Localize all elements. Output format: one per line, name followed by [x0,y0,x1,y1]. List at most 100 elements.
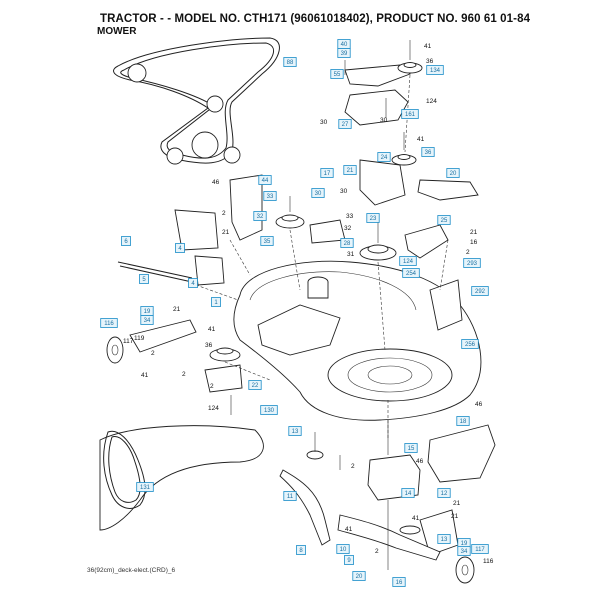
callout-text: 35 [264,239,271,245]
callout-6: 6 [121,236,131,246]
callout-15: 15 [404,443,418,453]
callout-28: 28 [340,238,354,248]
callout-text: 13 [441,537,448,543]
callout-134: 134 [426,65,444,75]
callout-12: 12 [437,488,451,498]
part-number-33: 33 [346,213,354,220]
part-number-41: 41 [208,326,216,333]
left-linkage [117,174,397,286]
gauge-wheel-left [106,319,243,415]
page-title: TRACTOR - - MODEL NO. CTH171 (9606101840… [100,13,531,25]
callout-text: 10 [340,547,347,553]
part-number-16: 16 [470,239,478,246]
callout-117: 117 [471,544,489,554]
callout-text: 13 [292,429,299,435]
callout-text: 116 [104,321,114,327]
part-number-2: 2 [210,383,214,390]
callout-131: 131 [136,482,154,492]
callout-text: 24 [381,155,388,161]
callout-18: 18 [456,416,470,426]
part-number-30: 30 [320,119,328,126]
callout-25: 25 [437,215,451,225]
callout-text: 44 [262,178,269,184]
callout-text: 254 [406,271,417,277]
callout-text: 25 [441,218,448,224]
callout-text: 117 [475,547,485,553]
callout-text: 55 [334,72,341,78]
callout-text: 22 [252,383,259,389]
part-number-30: 30 [340,188,348,195]
callout-24: 24 [377,152,391,162]
part-number-21: 21 [173,306,181,313]
callout-text: 17 [324,171,331,177]
callout-11: 11 [283,491,297,501]
callout-14: 14 [401,488,415,498]
callout-44: 44 [258,175,272,185]
callout-text: 1 [214,300,218,306]
part-number-30: 30 [380,117,388,124]
callout-9: 9 [344,555,354,565]
callout-text: 39 [341,51,348,57]
callout-13: 13 [437,534,451,544]
callout-text: 27 [342,122,349,128]
callout-text: 23 [370,216,377,222]
idler-bracket-assembly [344,40,479,259]
part-number-41: 41 [141,372,149,379]
callout-21: 21 [343,165,357,175]
callout-text: 5 [142,277,146,283]
part-number-21: 21 [451,513,459,520]
part-number-117: 117 [123,338,134,345]
part-number-41: 41 [412,515,420,522]
callout-35: 35 [260,236,274,246]
callout-text: 134 [430,68,441,74]
callout-text: 88 [287,60,294,66]
callout-20: 20 [446,168,460,178]
callout-10: 10 [336,544,350,554]
callout-text: 16 [396,580,403,586]
callout-text: 11 [287,494,294,500]
callout-text: 161 [405,112,416,118]
assembly-guide-lines [195,74,449,440]
callout-text: 19 [144,309,151,315]
part-number-124: 124 [208,405,219,412]
callout-20: 20 [352,571,366,581]
callout-text: 4 [191,281,195,287]
callout-16: 16 [392,577,406,587]
part-number-31: 31 [347,251,355,258]
callout-34: 34 [457,546,471,556]
part-number-36: 36 [426,58,434,65]
callout-22: 22 [248,380,262,390]
callout-text: 256 [465,342,476,348]
callout-text: 36 [425,150,432,156]
part-number-2: 2 [351,463,355,470]
callout-text: 34 [461,549,468,555]
callout-34: 34 [140,315,154,325]
part-number-21: 21 [222,229,230,236]
callout-5: 5 [139,274,149,284]
callout-text: 14 [405,491,412,497]
part-number-116: 116 [483,558,494,565]
callout-text: 33 [267,194,274,200]
callout-256: 256 [461,339,479,349]
callout-4: 4 [188,278,198,288]
callout-130: 130 [260,405,278,415]
callout-8: 8 [296,545,306,555]
callout-text: 131 [140,485,151,491]
part-number-124: 124 [426,98,437,105]
callout-19: 19 [140,306,154,316]
callout-text: 18 [460,419,467,425]
callout-text: 6 [124,239,128,245]
callout-293: 293 [463,258,481,268]
callout-88: 88 [283,57,297,67]
callout-text: 15 [408,446,415,452]
part-number-41: 41 [345,526,353,533]
callout-4: 4 [175,243,185,253]
part-number-119: 119 [134,335,145,342]
part-number-2: 2 [222,210,226,217]
callout-text: 293 [467,261,478,267]
part-number-21: 21 [453,500,461,507]
callout-text: 292 [475,289,486,295]
callout-33: 33 [263,191,277,201]
